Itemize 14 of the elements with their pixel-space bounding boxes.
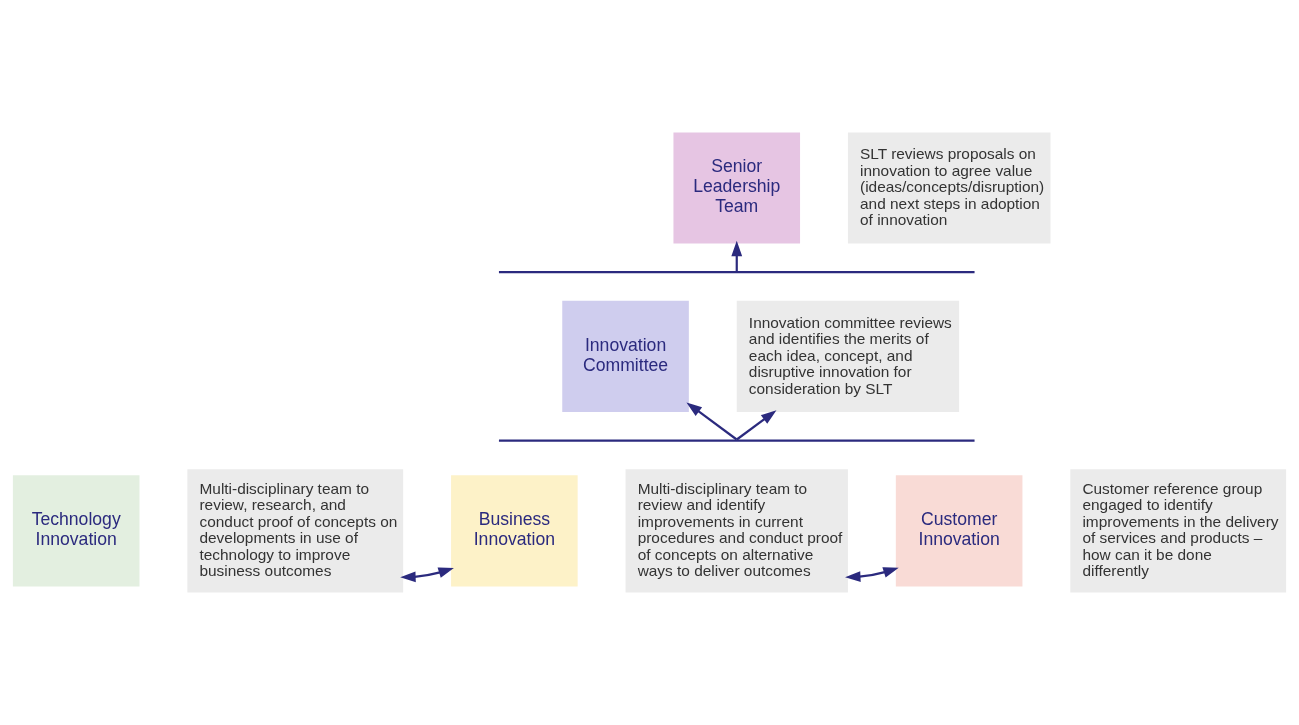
node-box: Multi-disciplinary team to review and identify improvements in current procedures and conduct proof of concepts on alternative ways to deliver outcomes: [625, 469, 848, 593]
node-box: Business Innovation: [451, 475, 578, 587]
arrow: [400, 567, 454, 583]
node-bar: [498, 271, 975, 274]
arrow: [845, 567, 899, 583]
arrow: [686, 402, 738, 441]
node-box: Innovation Committee: [562, 300, 689, 413]
node-bar: [498, 439, 975, 442]
node-box: Technology Innovation: [12, 475, 140, 587]
node-box: Senior Leadership Team: [673, 132, 801, 244]
node-box: Multi-disciplinary team to review, research, and conduct proof of concepts on developments in use of technology to improve business outcomes: [187, 469, 404, 593]
node-box: Customer Innovation: [895, 475, 1023, 587]
node-box: Innovation committee reviews and identifies the merits of each idea, concept, and disruptive innovation for consideration by SLT: [736, 300, 960, 413]
arrow: [736, 410, 777, 441]
